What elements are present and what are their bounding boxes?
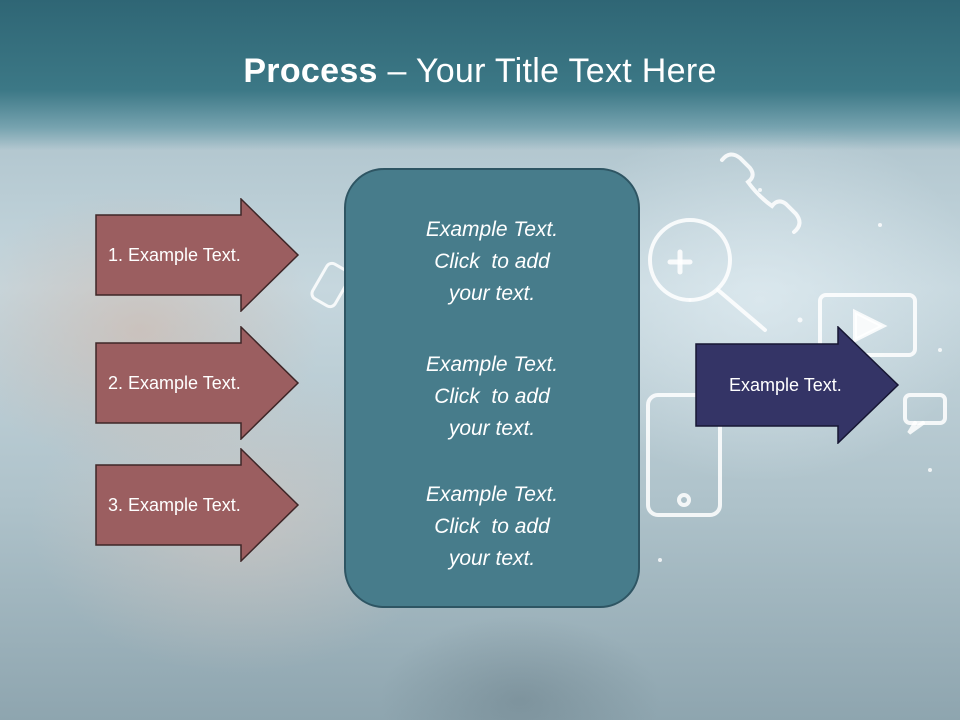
right-arrow[interactable]: Example Text. — [695, 326, 900, 444]
block-line: Example Text. — [425, 483, 559, 506]
arrow-shape — [695, 326, 900, 444]
left-arrow-label: 1. Example Text. — [108, 244, 241, 265]
mobile-icon — [646, 393, 722, 517]
page-title[interactable]: Process – Your Title Text Here — [0, 52, 960, 91]
right-arrow-label: Example Text. — [729, 374, 842, 395]
left-arrow-3[interactable]: 3. Example Text. — [95, 448, 300, 562]
center-text-block-3[interactable]: Example Text. Click to add your text. — [346, 479, 638, 575]
title-rest: – Your Title Text Here — [377, 52, 717, 90]
arrow-shape — [95, 326, 300, 440]
left-arrow-label: 2. Example Text. — [108, 372, 241, 393]
search-icon — [648, 218, 767, 332]
block-line: Example Text. — [425, 218, 559, 241]
block-line: your text. — [448, 547, 536, 570]
block-line: Example Text. — [425, 353, 559, 376]
block-line: your text. — [448, 282, 536, 305]
left-arrow-2[interactable]: 2. Example Text. — [95, 326, 300, 440]
block-line: Click to add — [434, 250, 550, 273]
title-bold: Process — [243, 52, 378, 90]
arrow-shape — [95, 448, 300, 562]
left-arrow-1[interactable]: 1. Example Text. — [95, 198, 300, 312]
phone-icon — [720, 152, 802, 234]
link-icon — [310, 261, 352, 309]
center-text-box[interactable]: Example Text. Click to add your text. Ex… — [344, 168, 640, 608]
title-band — [0, 0, 960, 150]
left-arrow-label: 3. Example Text. — [108, 494, 241, 515]
center-text-block-1[interactable]: Example Text. Click to add your text. — [346, 214, 638, 310]
block-line: your text. — [448, 417, 536, 440]
center-text-block-2[interactable]: Example Text. Click to add your text. — [346, 349, 638, 445]
block-line: Click to add — [434, 385, 550, 408]
arrow-shape — [95, 198, 300, 312]
block-line: Click to add — [434, 515, 550, 538]
chat-icon — [903, 393, 947, 435]
